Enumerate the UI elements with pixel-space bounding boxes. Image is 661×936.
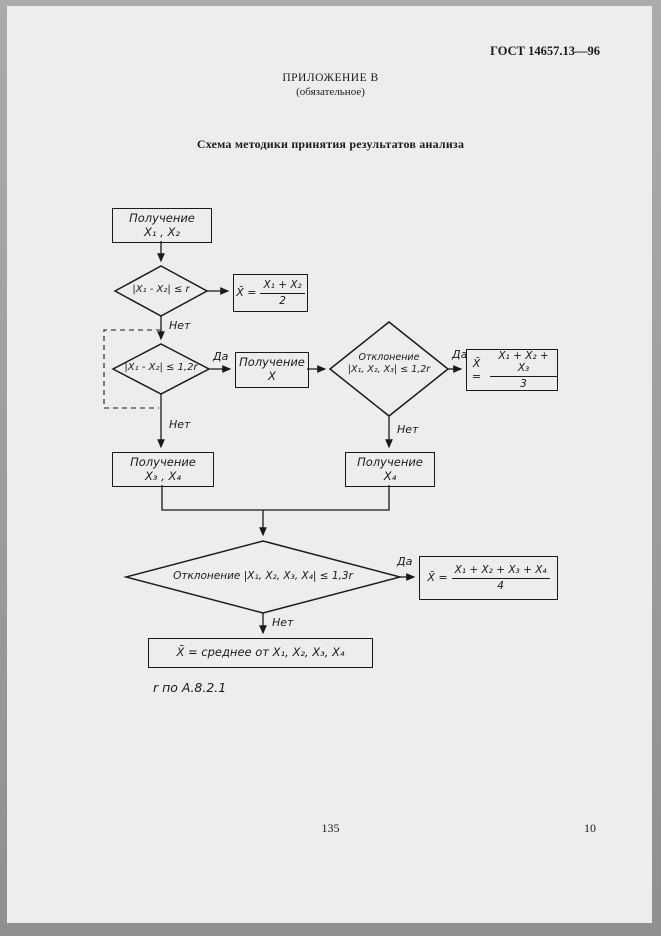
decision4-diamond [126, 541, 400, 613]
formula2-lhs: X̄ = [236, 286, 257, 300]
box-get-x3-x4: Получение X₃ , X₄ [112, 452, 214, 487]
decision1-condition: |X₁ - X₂| ≤ r [132, 284, 190, 295]
box-get-x1-x2: Получение X₁ , X₂ [112, 208, 212, 243]
formula3-numerator: X₁ + X₂ + X₃ [490, 350, 557, 377]
doc-number: ГОСТ 14657.13—96 [490, 44, 600, 58]
decision3-diamond [330, 322, 448, 416]
decision3-condition-line2: |X₁, X₂, X₃| ≤ 1,2r [347, 363, 431, 375]
box-final-mean: X̄ = среднее от X₁, X₂, X₃, X₄ [148, 638, 373, 668]
decision2-yes-label: Да [213, 350, 229, 363]
box-get-x-line1: Получение [239, 355, 305, 370]
decision1-diamond [115, 266, 207, 316]
appendix-note: (обязательное) [296, 86, 365, 98]
formula4-numerator: X₁ + X₂ + X₃ + X₄ [451, 564, 550, 579]
formula2-fraction: X₁ + X₂ 2 [260, 279, 305, 307]
box-get-x1-x2-line1: Получение [129, 210, 195, 225]
decision3-no-label: Нет [397, 423, 419, 436]
formula4-denominator: 4 [497, 579, 504, 592]
join-line [162, 485, 389, 510]
page-background [7, 6, 652, 923]
box-formula-mean-of-3: X̄ = X₁ + X₂ + X₃ 3 [466, 349, 558, 391]
decision2-no-label: Нет [169, 418, 191, 431]
box-get-x-line2: X [268, 369, 276, 383]
formula2-numerator: X₁ + X₂ [260, 279, 305, 294]
formula3-denominator: 3 [520, 377, 527, 390]
decision2-diamond [113, 344, 209, 394]
box-get-x4-line2: X₄ [383, 468, 397, 483]
decision3-yes-label: Да [452, 348, 468, 361]
appendix-heading: ПРИЛОЖЕНИЕ В [282, 72, 379, 84]
decision4-yes-label: Да [397, 555, 413, 568]
dashed-feedback-loop [104, 330, 161, 408]
final-box-text: X̄ = среднее от X₁, X₂, X₃, X₄ [176, 645, 345, 660]
formula3-lhs: X̄ = [471, 356, 482, 383]
formula3-fraction: X₁ + X₂ + X₃ 3 [490, 350, 557, 391]
sheet-number: 10 [584, 821, 596, 835]
formula4-lhs: X̄ = [427, 571, 448, 585]
formula2-denominator: 2 [279, 294, 286, 307]
decision3-condition: Отклонение |X₁, X₂, X₃| ≤ 1,2r [330, 352, 448, 376]
page-title: Схема методики принятия результатов анал… [196, 137, 465, 151]
formula4-fraction: X₁ + X₂ + X₃ + X₄ 4 [451, 564, 550, 592]
box-get-x: Получение X [235, 352, 309, 388]
decision2-condition: |X₁ - X₂| ≤ 1,2r [124, 362, 198, 373]
box-get-x3-x4-line2: X₃ , X₄ [145, 468, 181, 483]
decision1-no-label: Нет [169, 319, 191, 332]
decision4-condition: Отклонение |X₁, X₂, X₃, X₄| ≤ 1,3r [173, 570, 353, 582]
decision4-no-label: Нет [272, 616, 294, 629]
decision3-condition-line1: Отклонение [358, 352, 420, 363]
box-get-x4: Получение X₄ [345, 452, 435, 487]
box-get-x4-line1: Получение [357, 454, 423, 469]
box-get-x1-x2-line2: X₁ , X₂ [144, 224, 180, 239]
box-get-x3-x4-line1: Получение [130, 454, 196, 469]
box-formula-mean-of-2: X̄ = X₁ + X₂ 2 [233, 274, 308, 312]
page-number: 135 [321, 821, 340, 835]
box-formula-mean-of-4: X̄ = X₁ + X₂ + X₃ + X₄ 4 [419, 556, 558, 600]
r-reference-note: r по А.8.2.1 [153, 680, 227, 695]
